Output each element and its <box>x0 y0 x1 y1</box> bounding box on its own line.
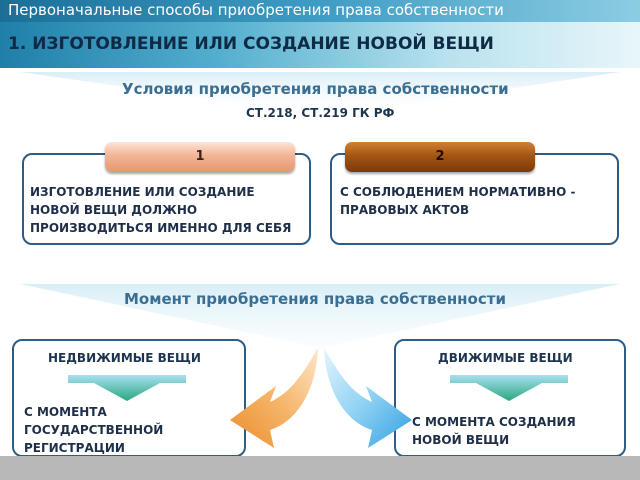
slide-subtitle: 1. ИЗГОТОВЛЕНИЕ ИЛИ СОЗДАНИЕ НОВОЙ ВЕЩИ <box>8 34 494 54</box>
curved-arrow-right-icon <box>324 348 412 448</box>
header-top-strip <box>0 0 640 22</box>
down-arrow-icon <box>68 375 186 401</box>
condition-tab-2: 2 <box>345 142 535 172</box>
movable-text: С МОМЕНТА СОЗДАНИЯ НОВОЙ ВЕЩИ <box>412 415 576 447</box>
conditions-title: Условия приобретения права собственности <box>122 80 509 98</box>
condition-text-2: С СОБЛЮДЕНИЕМ НОРМАТИВНО - ПРАВОВЫХ АКТО… <box>340 185 576 217</box>
conditions-subtitle: СТ.218, СТ.219 ГК РФ <box>246 106 395 120</box>
movable-heading: ДВИЖИМЫЕ ВЕЩИ <box>438 351 573 365</box>
light-beam-top <box>20 72 620 116</box>
condition-tab-1: 1 <box>105 142 295 172</box>
slide-title: Первоначальные способы приобретения прав… <box>8 1 504 19</box>
curved-arrow-left-icon <box>230 348 318 448</box>
light-beam-bottom <box>20 284 620 348</box>
moment-title: Момент приобретения права собственности <box>124 290 506 308</box>
immovable-text: С МОМЕНТА ГОСУДАРСТВЕННОЙ РЕГИСТРАЦИИ <box>24 405 164 455</box>
moment-box-immovable: НЕДВИЖИМЫЕ ВЕЩИ С МОМЕНТА ГОСУДАРСТВЕННО… <box>12 339 246 457</box>
footer-strip <box>0 456 640 480</box>
immovable-heading: НЕДВИЖИМЫЕ ВЕЩИ <box>48 351 201 365</box>
moment-box-movable: ДВИЖИМЫЕ ВЕЩИ С МОМЕНТА СОЗДАНИЯ НОВОЙ В… <box>394 339 626 457</box>
down-arrow-icon <box>450 375 568 401</box>
condition-text-1: ИЗГОТОВЛЕНИЕ ИЛИ СОЗДАНИЕ НОВОЙ ВЕЩИ ДОЛ… <box>30 185 292 235</box>
